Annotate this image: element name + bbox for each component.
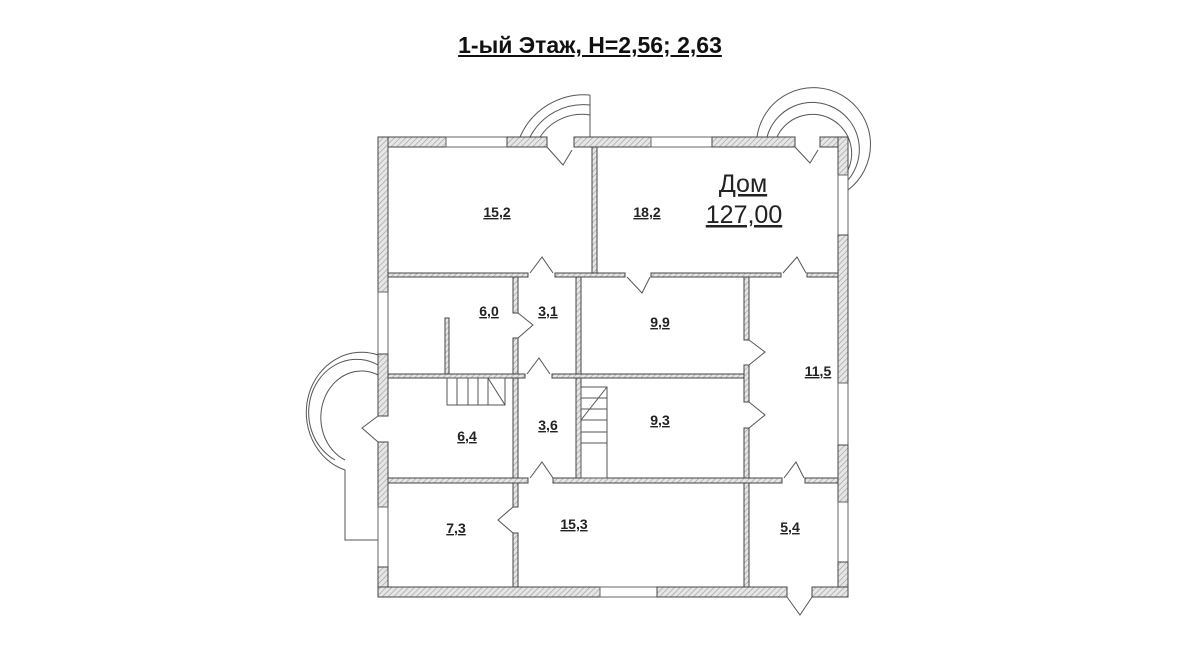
room-area-label: 15,2: [483, 204, 510, 220]
house-label: Дом: [719, 170, 767, 198]
room-area-label: 3,1: [538, 303, 558, 319]
room-area-label: 6,4: [457, 428, 477, 444]
floor-title: 1-ый Этаж, Н=2,56; 2,63: [458, 32, 722, 58]
room-area-label: 11,5: [805, 363, 832, 379]
doors: [361, 146, 819, 616]
staircase: [580, 386, 608, 479]
porch-left: [305, 351, 379, 541]
staircase: [446, 377, 506, 406]
room-area-label: 9,3: [650, 412, 670, 428]
room-area-label: 9,9: [650, 314, 670, 330]
porch-top-left: [519, 94, 591, 147]
inner-walls: [387, 146, 839, 588]
room-area-label: 7,3: [446, 520, 466, 536]
outer-walls: [377, 136, 849, 598]
room-area-label: 18,2: [633, 204, 660, 220]
porch-top-right: [756, 87, 871, 191]
room-area-label: 6,0: [479, 303, 499, 319]
house-total-area: 127,00: [706, 201, 782, 229]
room-area-label: 15,3: [560, 516, 587, 532]
room-area-label: 5,4: [780, 519, 800, 535]
room-area-label: 3,6: [538, 417, 558, 433]
